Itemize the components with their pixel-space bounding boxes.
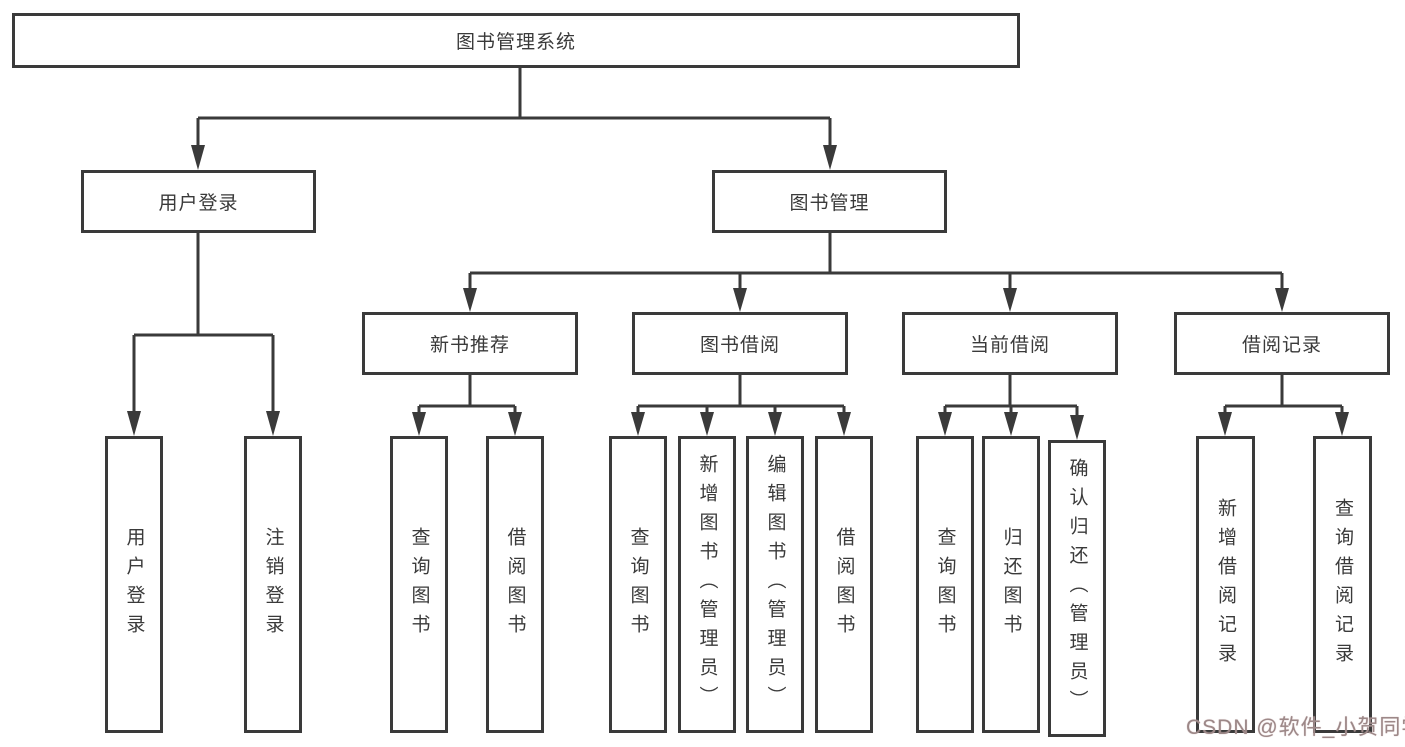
leaf-label: 确认归还（管理员）	[1066, 458, 1088, 719]
leaf-borrow-books-borrowing: 借阅图书	[815, 436, 873, 733]
node-borrowing-records: 借阅记录	[1174, 312, 1390, 375]
leaf-query-books-recommend: 查询图书	[390, 436, 448, 733]
node-label: 借阅记录	[1241, 335, 1322, 356]
node-label: 新书推荐	[429, 335, 510, 356]
leaf-add-book-admin: 新增图书（管理员）	[678, 436, 736, 733]
node-user-login: 用户登录	[81, 170, 316, 233]
node-new-book-recommendation: 新书推荐	[362, 312, 578, 375]
node-current-borrowing: 当前借阅	[902, 312, 1118, 375]
node-book-management: 图书管理	[712, 170, 947, 233]
leaf-label: 用户登录	[123, 526, 145, 643]
leaf-borrow-books-recommend: 借阅图书	[486, 436, 544, 733]
node-label: 图书管理系统	[455, 32, 576, 53]
leaf-label: 借阅图书	[504, 526, 526, 643]
node-label: 图书管理	[789, 193, 870, 214]
leaf-label: 注销登录	[262, 526, 284, 643]
leaf-logout-login: 注销登录	[244, 436, 302, 733]
csdn-watermark: CSDN @软件_小贺同学	[1186, 716, 1405, 739]
node-library-management-system: 图书管理系统	[12, 13, 1020, 68]
node-label: 用户登录	[158, 193, 239, 214]
leaf-label: 查询图书	[934, 526, 956, 643]
leaf-confirm-return-admin: 确认归还（管理员）	[1048, 440, 1106, 737]
leaf-label: 新增借阅记录	[1215, 497, 1236, 672]
arrowheads	[127, 145, 1349, 440]
leaf-user-login: 用户登录	[105, 436, 163, 733]
leaf-label: 借阅图书	[833, 526, 855, 643]
leaf-label: 新增图书（管理员）	[696, 454, 718, 715]
leaf-label: 查询图书	[627, 526, 649, 643]
leaf-label: 查询图书	[408, 526, 430, 643]
node-book-borrowing: 图书借阅	[632, 312, 848, 375]
leaf-label: 查询借阅记录	[1332, 497, 1353, 672]
leaf-label: 归还图书	[1000, 526, 1022, 643]
leaf-query-borrow-record: 查询借阅记录	[1313, 436, 1372, 733]
leaf-query-books-current: 查询图书	[916, 436, 974, 733]
leaf-return-books: 归还图书	[982, 436, 1040, 733]
leaf-label: 编辑图书（管理员）	[764, 454, 786, 715]
leaf-add-borrow-record: 新增借阅记录	[1196, 436, 1255, 733]
node-label: 当前借阅	[969, 335, 1050, 356]
node-label: 图书借阅	[699, 335, 780, 356]
leaf-query-books-borrowing: 查询图书	[609, 436, 667, 733]
leaf-edit-book-admin: 编辑图书（管理员）	[746, 436, 804, 733]
